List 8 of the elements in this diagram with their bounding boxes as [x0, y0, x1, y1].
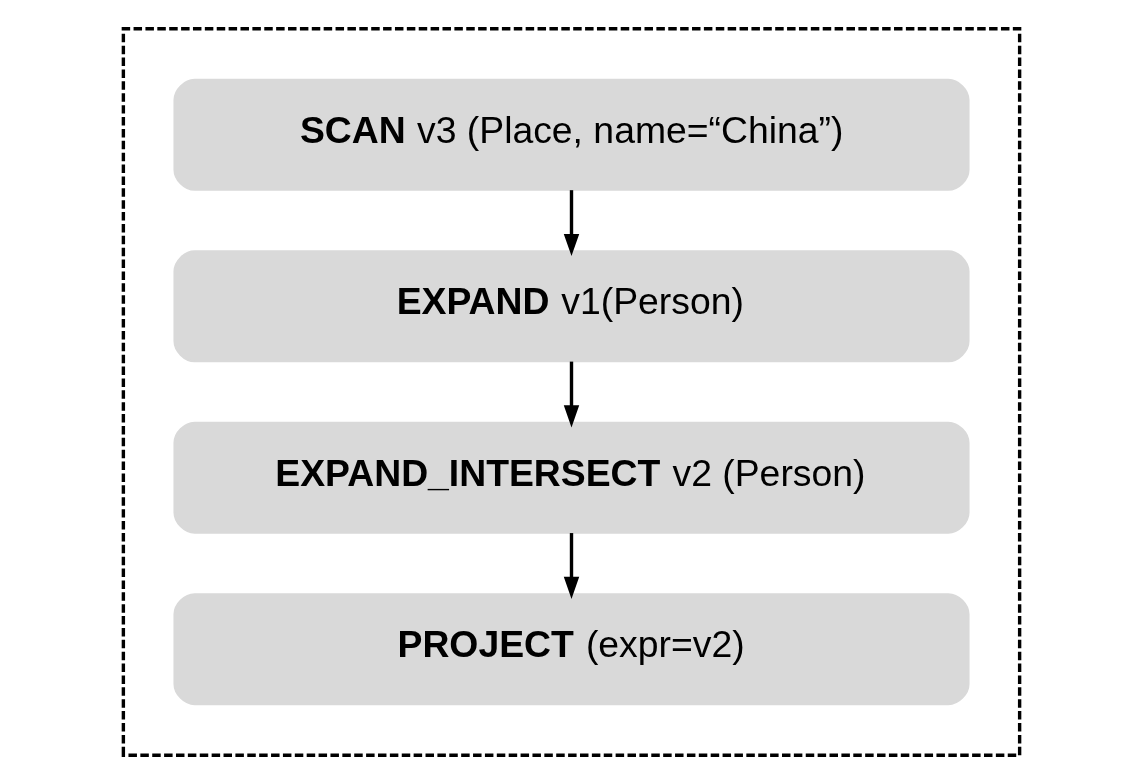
arrow	[563, 533, 580, 599]
cluster	[121, 27, 1022, 757]
node-box: SCAN v3 (Place, name=“China”)	[173, 78, 970, 191]
node-box: PROJECT (expr=v2)	[173, 593, 970, 706]
node-box: EXPAND_INTERSECT v2 (Person)	[173, 421, 970, 534]
node-box: EXPAND v1(Person)	[173, 250, 970, 363]
arrow	[563, 361, 580, 428]
arrow	[563, 190, 580, 256]
